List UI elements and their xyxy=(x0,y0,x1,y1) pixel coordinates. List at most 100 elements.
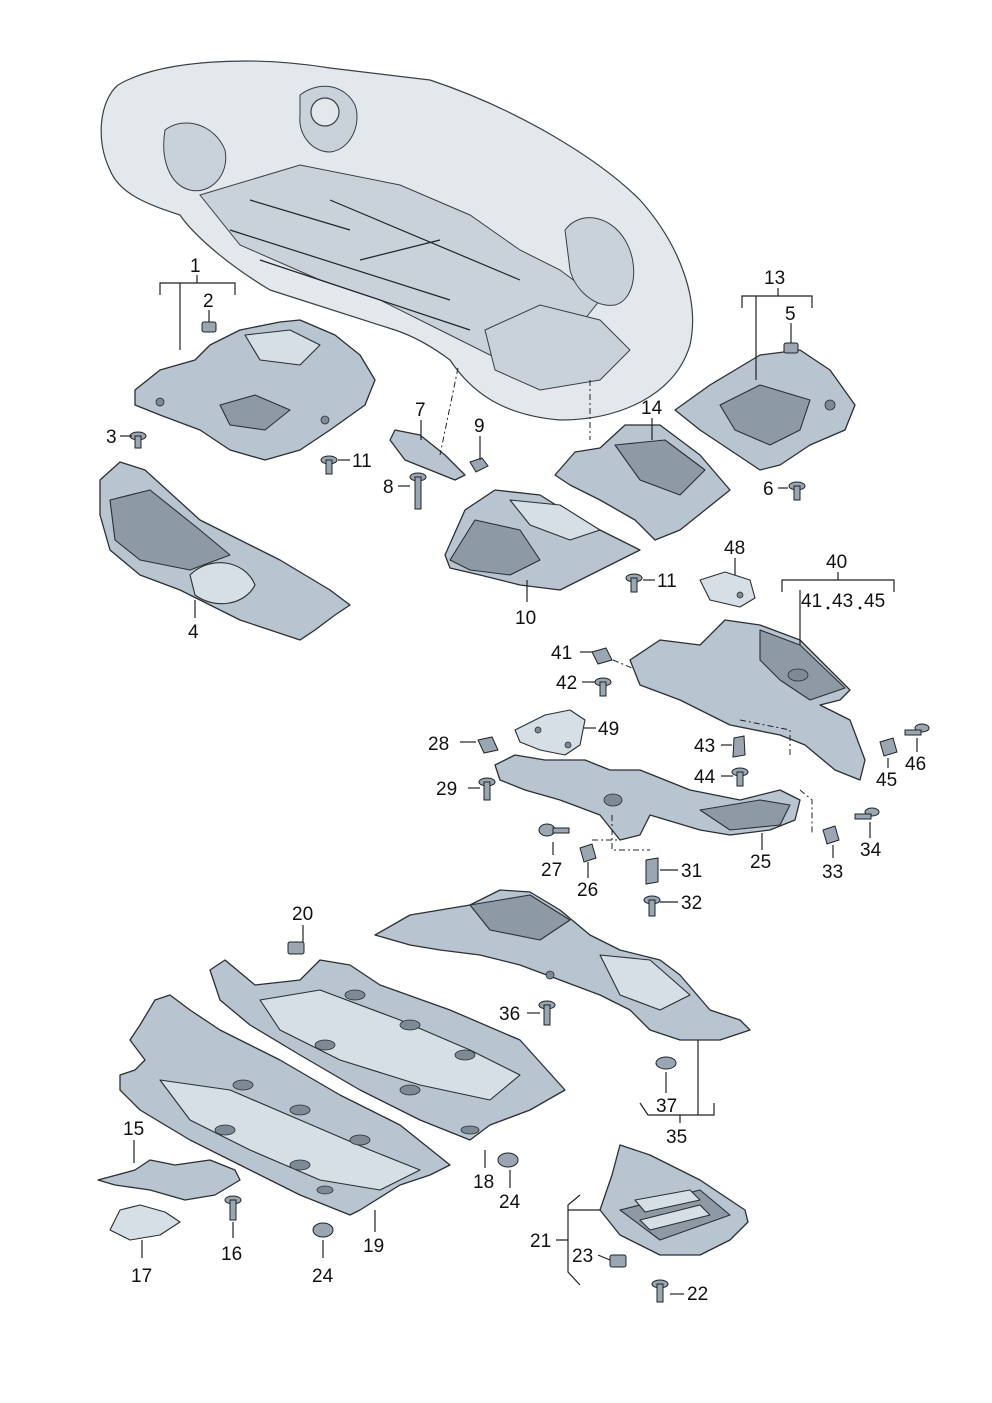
callout-4: 4 xyxy=(188,622,199,643)
clip-part-33 xyxy=(822,825,840,845)
callout-29: 29 xyxy=(436,779,457,800)
callout-31: 31 xyxy=(681,861,702,882)
callout-6: 6 xyxy=(763,479,774,500)
callout-37: 37 xyxy=(656,1096,677,1117)
insulation-part-49 xyxy=(514,709,586,756)
bumper-lower-guard-part-4 xyxy=(99,461,351,641)
callout-32: 32 xyxy=(681,893,702,914)
callout-5: 5 xyxy=(785,304,796,325)
callout-9: 9 xyxy=(474,416,485,437)
screw-part-3 xyxy=(129,431,147,449)
clip-part-20 xyxy=(287,941,305,955)
callout-separators xyxy=(826,606,862,610)
screw-part-29 xyxy=(478,777,496,801)
clip-part-41 xyxy=(591,647,613,665)
clip-part-9 xyxy=(469,457,489,473)
callout-48: 48 xyxy=(724,538,745,559)
callout-27: 27 xyxy=(541,860,562,881)
heat-shield-part-13 xyxy=(674,349,856,471)
callout-18: 18 xyxy=(473,1172,494,1193)
nut-part-31 xyxy=(645,857,659,885)
tunnel-heat-shield-part-40 xyxy=(629,619,866,781)
callout-2: 2 xyxy=(203,291,214,312)
callout-41-b: 41 xyxy=(551,643,572,664)
screw-part-36 xyxy=(538,1000,556,1026)
clip-part-45 xyxy=(879,737,898,757)
underbody-guard-part-19 xyxy=(119,994,451,1216)
callout-24-b: 24 xyxy=(499,1192,521,1213)
callout-8: 8 xyxy=(383,477,394,498)
callout-17: 17 xyxy=(131,1266,152,1287)
bolt-part-8 xyxy=(409,472,427,510)
clip-part-23 xyxy=(609,1254,627,1268)
callout-43-a: 43 xyxy=(832,591,853,612)
callout-45-a: 45 xyxy=(864,591,885,612)
callout-41-a: 41 xyxy=(801,591,822,612)
nut-part-24-a xyxy=(312,1222,334,1238)
callout-33: 33 xyxy=(822,862,843,883)
clip-part-2 xyxy=(201,321,217,333)
callout-15: 15 xyxy=(123,1119,144,1140)
callout-28: 28 xyxy=(428,734,449,755)
vehicle-underbody xyxy=(100,60,694,421)
screw-part-11-b xyxy=(625,573,643,593)
shield-part-15 xyxy=(97,1159,241,1201)
callout-49: 49 xyxy=(598,719,619,740)
clip-part-28 xyxy=(477,736,499,754)
callout-40: 40 xyxy=(826,552,847,573)
screw-part-27 xyxy=(538,823,570,837)
insulation-part-48 xyxy=(699,571,756,608)
leader-lines xyxy=(120,275,918,1295)
callout-16: 16 xyxy=(221,1244,242,1265)
callout-44: 44 xyxy=(694,767,716,788)
callout-19: 19 xyxy=(363,1236,384,1257)
callout-20: 20 xyxy=(292,904,313,925)
insulation-part-17 xyxy=(109,1204,181,1241)
clip-part-5 xyxy=(783,342,799,354)
callout-36: 36 xyxy=(499,1004,520,1025)
screw-part-32 xyxy=(643,895,661,917)
screw-part-46 xyxy=(904,723,930,736)
callout-26: 26 xyxy=(577,880,598,901)
screw-part-42 xyxy=(594,677,612,697)
floor-guard-part-35 xyxy=(374,889,751,1041)
callout-7: 7 xyxy=(415,400,426,421)
callout-23: 23 xyxy=(572,1246,593,1267)
callout-43-b: 43 xyxy=(694,736,715,757)
nut-part-37 xyxy=(655,1056,677,1070)
screw-part-22 xyxy=(651,1279,669,1303)
callout-14: 14 xyxy=(641,398,663,419)
clip-part-26 xyxy=(579,843,597,863)
guide-lines xyxy=(439,367,813,851)
tunnel-guard-part-10 xyxy=(444,489,641,591)
callout-labels: 1 2 3 4 5 6 7 8 9 10 11 11 13 14 15 16 1… xyxy=(106,256,926,1305)
callout-46: 46 xyxy=(905,754,926,775)
callout-22: 22 xyxy=(687,1284,708,1305)
callout-13: 13 xyxy=(764,268,785,289)
callout-10: 10 xyxy=(515,608,536,629)
screw-part-34 xyxy=(854,807,880,820)
callout-11-b: 11 xyxy=(657,571,677,592)
nut-part-43 xyxy=(732,735,746,758)
callout-34: 34 xyxy=(860,840,882,861)
nut-part-24-b xyxy=(497,1152,519,1168)
screw-part-44 xyxy=(731,767,749,787)
tunnel-heat-shield-part-25 xyxy=(494,754,801,841)
screw-part-16 xyxy=(224,1195,242,1221)
engine-guard-part-1 xyxy=(134,319,376,461)
callout-11-a: 11 xyxy=(352,451,372,472)
bracket-part-7 xyxy=(389,429,466,481)
callout-35: 35 xyxy=(666,1127,687,1148)
fasteners xyxy=(129,321,930,1303)
callout-3: 3 xyxy=(106,427,117,448)
callout-45-b: 45 xyxy=(876,770,897,791)
callout-1: 1 xyxy=(190,256,201,277)
callout-42: 42 xyxy=(556,673,577,694)
screw-part-6 xyxy=(788,481,806,501)
callout-25: 25 xyxy=(750,852,771,873)
callout-21: 21 xyxy=(530,1231,551,1252)
underbody-guard-part-18 xyxy=(209,959,566,1141)
heat-shield-part-14 xyxy=(554,424,731,541)
callout-24-a: 24 xyxy=(312,1266,334,1287)
